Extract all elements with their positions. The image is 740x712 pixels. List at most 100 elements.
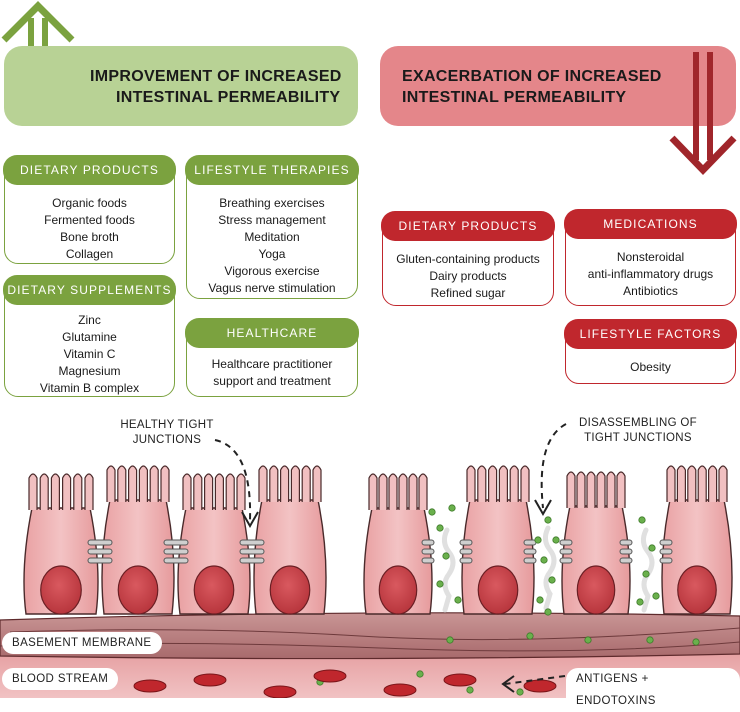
list-item: Meditation [244, 230, 300, 244]
exacerbation-banner: EXACERBATION OF INCREASED INTESTINAL PER… [380, 46, 736, 126]
epithelial-cell [661, 465, 733, 615]
list-item: Collagen [65, 247, 114, 261]
red-blood-cell [383, 683, 417, 697]
list-item: Gluten-containing products [396, 252, 540, 266]
epithelial-cell [363, 473, 433, 615]
antigen-particle [648, 544, 656, 552]
list-item: Antibiotics [623, 284, 678, 298]
list-item: support and treatment [213, 374, 331, 388]
list-item: Glutamine [62, 330, 117, 344]
basement-membrane-label: BASEMENT MEMBRANE [2, 632, 162, 654]
tight-junction [239, 557, 265, 564]
antigen-particle [544, 608, 552, 616]
list-item: Breathing exercises [219, 196, 325, 210]
tight-junction [87, 548, 113, 555]
broken-junction [619, 539, 633, 546]
antigen-particle [544, 516, 552, 524]
tight-junction [163, 539, 189, 546]
lifestyle-factors-box: LIFESTYLE FACTORS Obesity [564, 319, 737, 384]
antigen-particle [526, 632, 534, 640]
leak-arrow [441, 527, 456, 613]
list-item: Bone broth [60, 230, 119, 244]
antigen-particle [454, 596, 462, 604]
label-line: HEALTHY TIGHT [120, 419, 214, 431]
list-item: Organic foods [52, 196, 127, 210]
antigen-particle [642, 570, 650, 578]
antigen-particle [416, 670, 424, 678]
medications-box: MEDICATIONS Nonsteroidal anti-inflammato… [564, 209, 737, 306]
broken-junction [459, 557, 473, 564]
lifestyle-therapies-box: LIFESTYLE THERAPIES Breathing exercises … [185, 155, 359, 299]
antigen-particle [516, 688, 524, 696]
exacerbation-dietary-products-box: DIETARY PRODUCTS Gluten-containing produ… [381, 211, 555, 306]
label-line: JUNCTIONS [132, 434, 202, 446]
improvement-banner: IMPROVEMENT OF INCREASED INTESTINAL PERM… [4, 46, 358, 126]
healthcare-header: HEALTHCARE [185, 318, 359, 348]
list-item: Vagus nerve stimulation [208, 281, 336, 295]
antigen-particle [638, 516, 646, 524]
antigen-particle [636, 598, 644, 606]
exacerbation-title-line2: INTESTINAL PERMEABILITY [402, 89, 627, 106]
epithelial-cell [253, 465, 327, 615]
list-item: Fermented foods [44, 213, 135, 227]
broken-junction [559, 548, 573, 555]
antigen-particle [466, 686, 474, 694]
list-item: Magnesium [58, 364, 121, 378]
leak-arrow [640, 527, 655, 613]
antigens-endotoxins-label: ANTIGENS + ENDOTOXINS [566, 668, 740, 712]
tight-junction [163, 548, 189, 555]
red-blood-cell [133, 679, 167, 693]
dietary-products-header: DIETARY PRODUCTS [3, 155, 176, 185]
list-item: Yoga [258, 247, 286, 261]
tight-junction [239, 539, 265, 546]
blood-stream-label: BLOOD STREAM [2, 668, 119, 690]
antigen-particle [536, 596, 544, 604]
dietary-products-box: DIETARY PRODUCTS Organic foods Fermented… [3, 155, 176, 264]
antigen-particle [436, 580, 444, 588]
antigen-particle [540, 556, 548, 564]
tight-junction [239, 548, 265, 555]
leak-arrow [542, 525, 557, 611]
red-blood-cell [263, 685, 297, 698]
antigen-particle [548, 576, 556, 584]
antigen-particle [534, 536, 542, 544]
list-item: Obesity [630, 360, 671, 374]
broken-junction [459, 539, 473, 546]
broken-junction [523, 539, 537, 546]
list-item: Vitamin B complex [39, 381, 140, 395]
healthcare-box: HEALTHCARE Healthcare practitioner suppo… [185, 318, 359, 397]
list-item: Vitamin C [63, 347, 116, 361]
epithelial-cell [177, 473, 251, 615]
antigen-particle [446, 636, 454, 644]
healthy-junction-arrow [214, 439, 252, 521]
broken-junction [559, 539, 573, 546]
disassembling-junction-arrow [540, 423, 567, 509]
epithelial-cell [561, 471, 631, 615]
broken-junction [619, 557, 633, 564]
medications-header: MEDICATIONS [564, 209, 737, 239]
broken-junction [659, 557, 673, 564]
list-item: Healthcare practitioner [211, 357, 333, 371]
broken-junction [421, 548, 435, 555]
lifestyle-factors-header: LIFESTYLE FACTORS [564, 319, 737, 349]
broken-junction [459, 548, 473, 555]
disassembling-tight-junctions-label: DISASSEMBLING OF TIGHT JUNCTIONS [566, 416, 710, 446]
broken-junction [523, 557, 537, 564]
list-item: anti-inflammatory drugs [587, 267, 714, 281]
antigen-particle [552, 536, 560, 544]
antigen-particle [692, 638, 700, 646]
broken-junction [619, 548, 633, 555]
broken-junction [659, 548, 673, 555]
tight-junction [87, 557, 113, 564]
broken-junction [421, 539, 435, 546]
red-blood-cell [193, 673, 227, 687]
antigen-particle [652, 592, 660, 600]
list-item: Zinc [78, 313, 101, 327]
exacerbation-dietary-products-header: DIETARY PRODUCTS [381, 211, 555, 241]
exacerbation-title-line1: EXACERBATION OF INCREASED [402, 68, 662, 85]
epithelial-cell [23, 473, 99, 615]
epithelial-cell [101, 465, 175, 615]
dietary-supplements-header: DIETARY SUPPLEMENTS [3, 275, 176, 305]
label-line: DISASSEMBLING OF [579, 417, 697, 429]
